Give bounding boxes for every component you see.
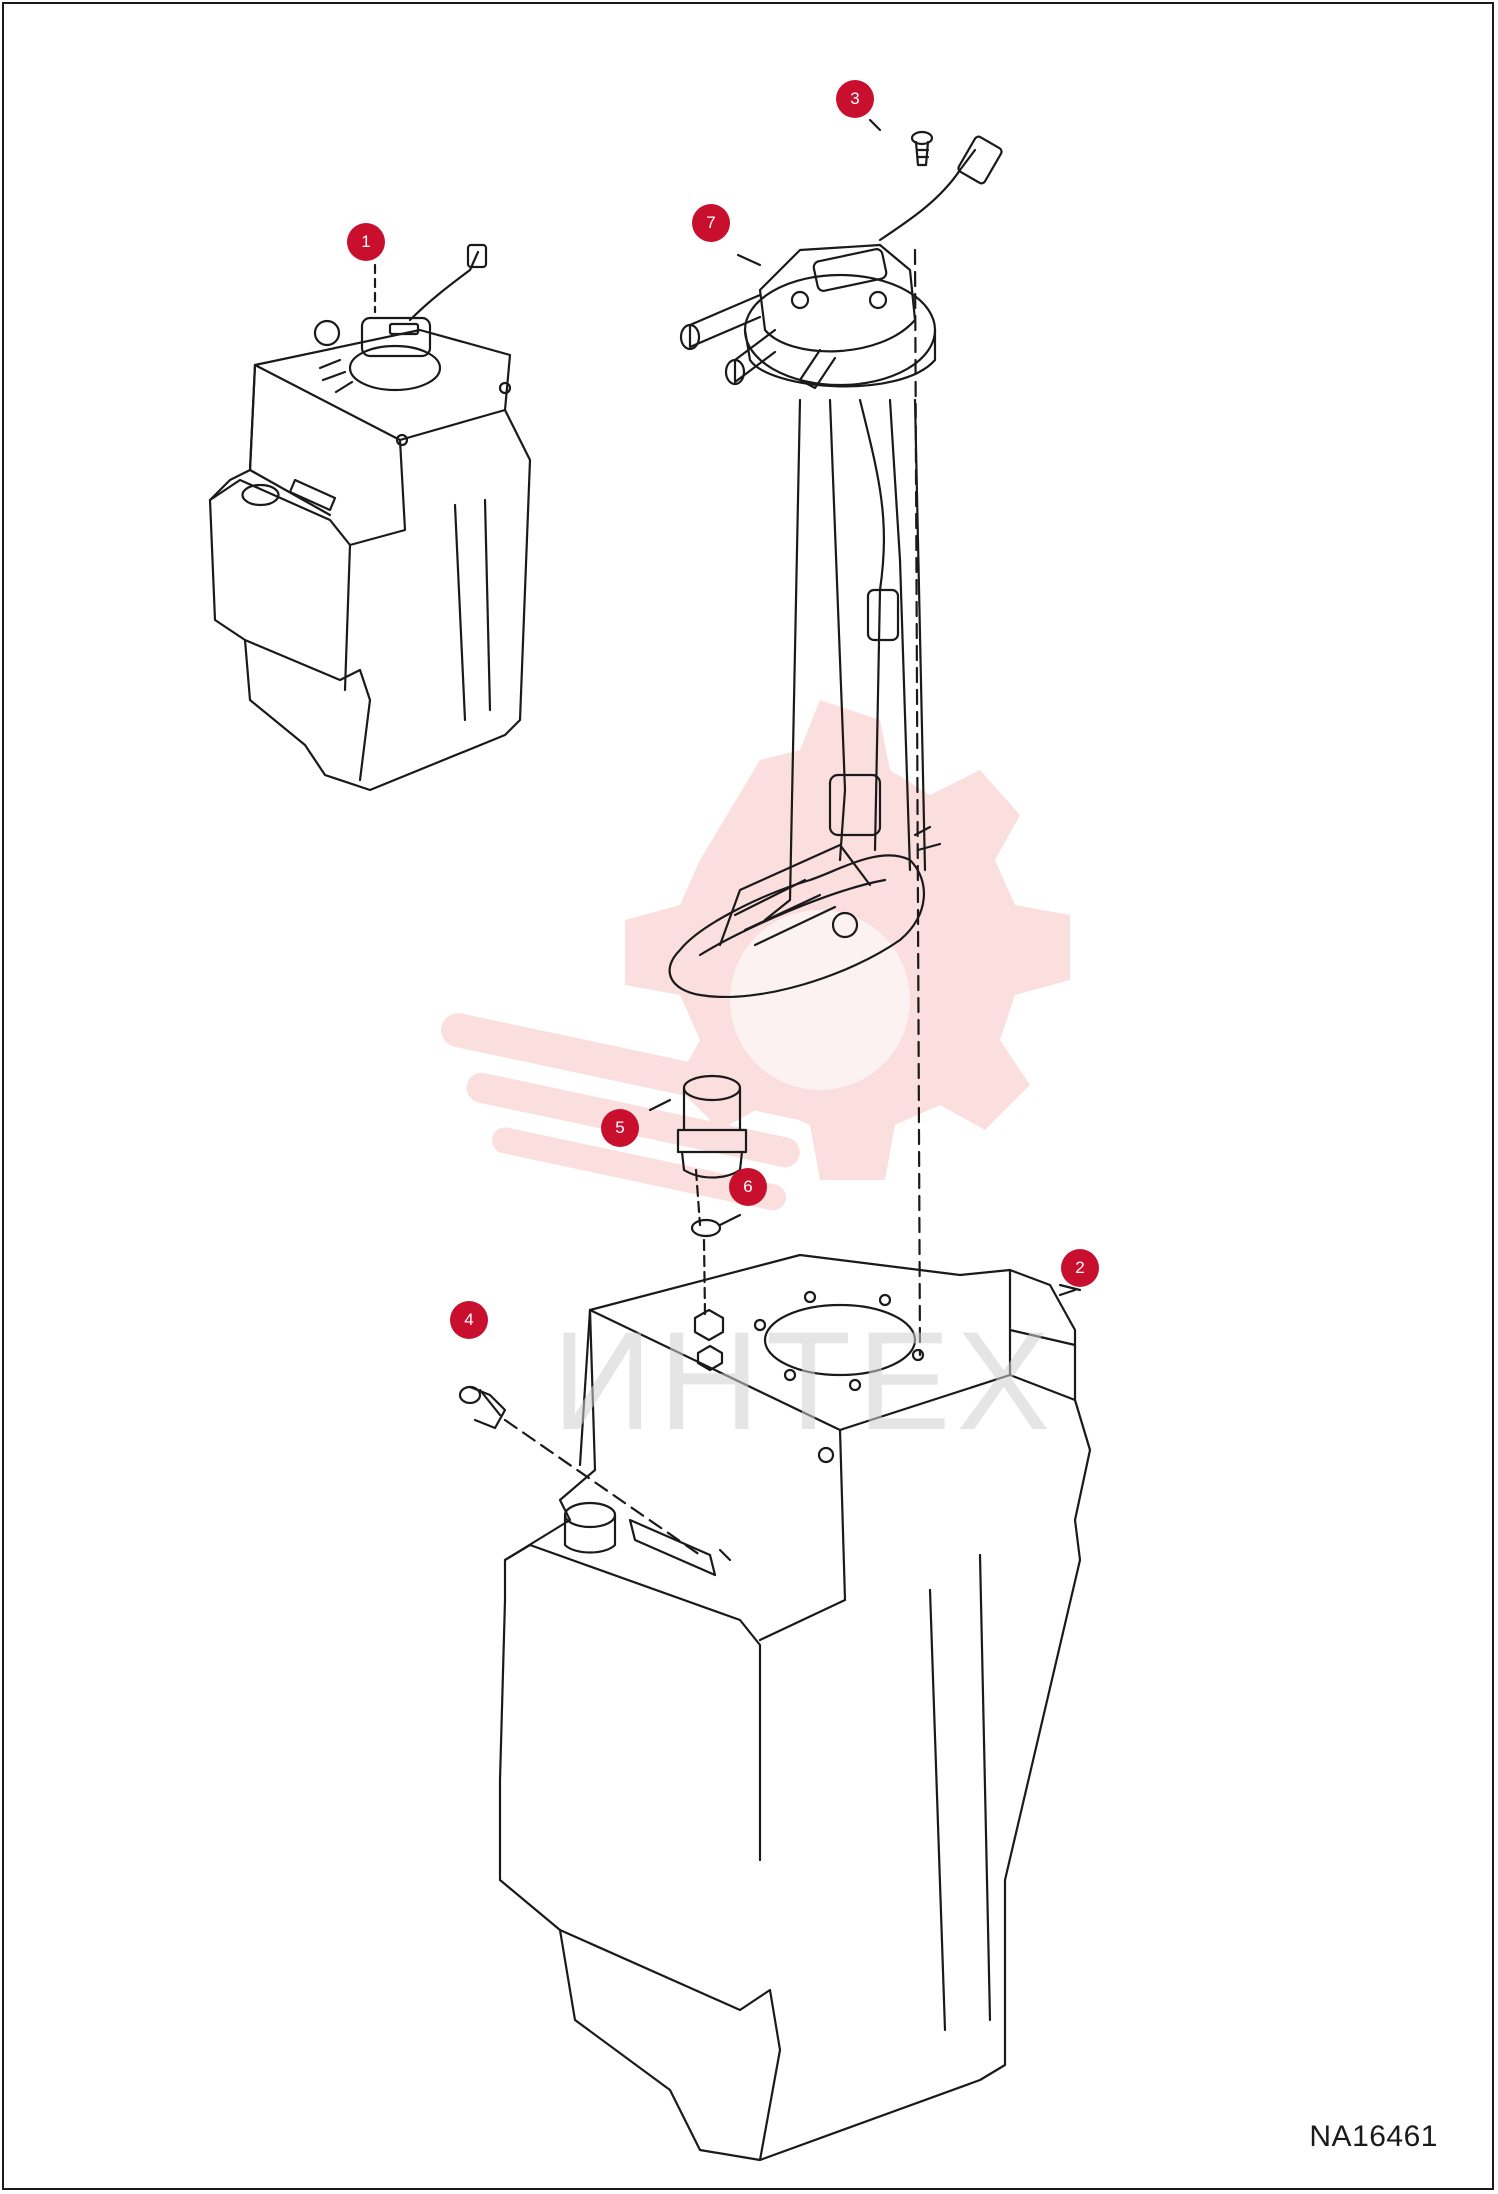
o-ring: [690, 1218, 722, 1238]
callout-7: 7: [692, 204, 730, 242]
callout-2: 2: [1061, 1249, 1099, 1287]
figure-reference-code: NA16461: [1309, 2120, 1438, 2153]
callout-label: 2: [1075, 1258, 1085, 1277]
callout-label: 5: [615, 1118, 625, 1137]
callout-6: 6: [729, 1168, 767, 1206]
vent-fitting: [458, 1385, 702, 1557]
callout-4: 4: [450, 1301, 488, 1339]
mounting-screw: [910, 130, 934, 167]
fuel-sender-assembly: [668, 135, 1003, 1357]
callout-label: 3: [850, 89, 860, 108]
small-fuel-tank: [208, 243, 532, 792]
callout-label: 4: [464, 1310, 474, 1329]
level-sensor: [676, 1074, 748, 1227]
callout-3: 3: [836, 80, 874, 118]
callout-label: 1: [361, 232, 371, 251]
callout-label: 6: [743, 1177, 753, 1196]
callout-5: 5: [601, 1109, 639, 1147]
large-fuel-tank: [498, 1253, 1092, 2162]
callout-label: 7: [706, 213, 716, 232]
callout-1: 1: [347, 223, 385, 261]
watermark-text: ИНТЕХ: [552, 1302, 1057, 1459]
